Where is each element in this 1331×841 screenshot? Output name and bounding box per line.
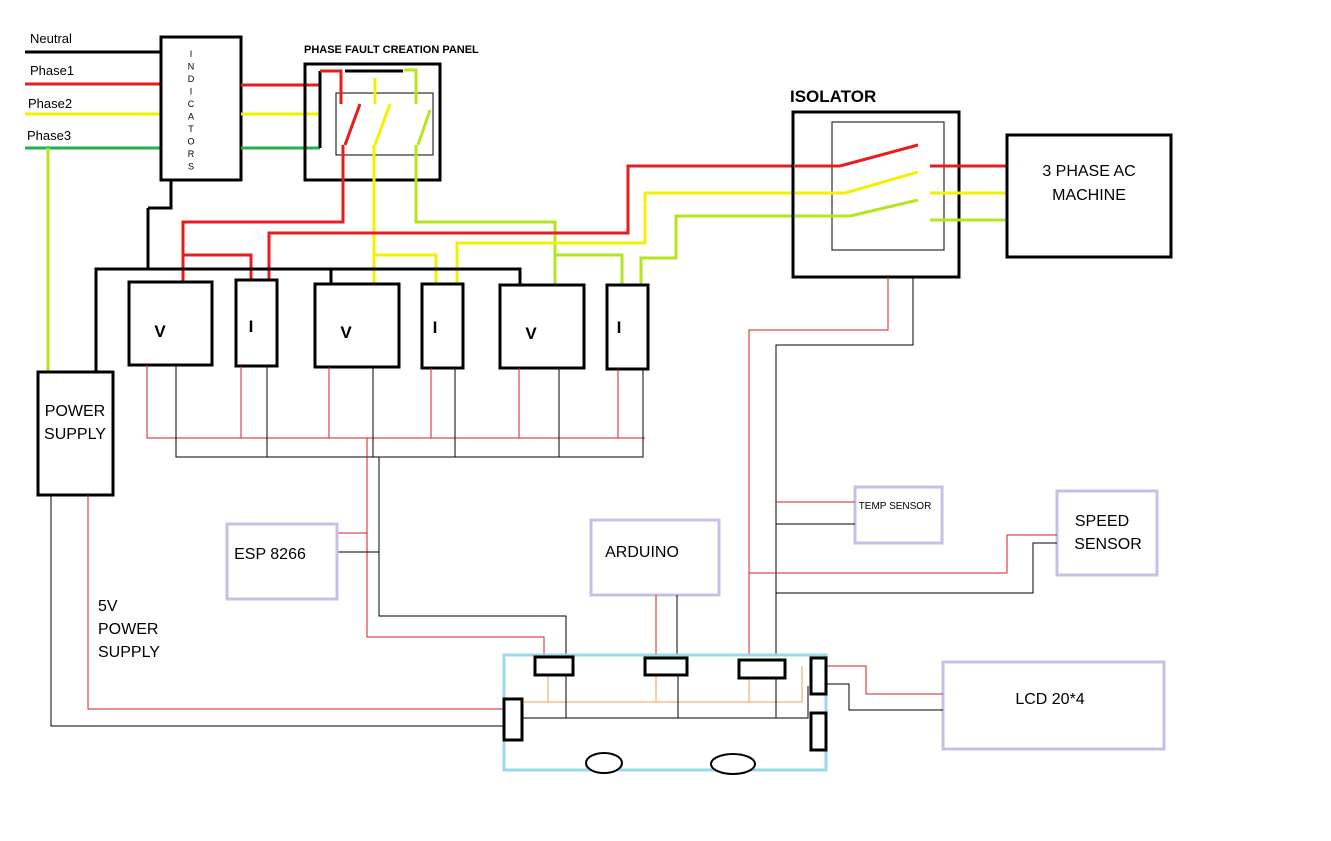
isolator-switches: [795, 143, 1010, 222]
lcd-header: [809, 656, 828, 696]
temp-sensor-box: [853, 485, 944, 545]
lcd-box: [941, 660, 1166, 751]
supply-lines: [25, 50, 161, 372]
ac-machine-box: [1005, 133, 1173, 259]
side-header: [809, 711, 828, 752]
current-sensor-1: [234, 278, 279, 368]
indicator-letter: A: [188, 112, 194, 122]
speed-sensor-line2: SENSOR: [1074, 536, 1142, 553]
lcd-label: LCD 20*4: [1015, 691, 1084, 708]
power-jack: [502, 697, 524, 742]
temp-sensor-label: TEMP SENSOR: [859, 501, 932, 512]
power-supply-box: [36, 370, 115, 497]
esp-header: [533, 655, 575, 677]
voltage-sensor-3: [498, 283, 586, 370]
indicator-letter: R: [188, 149, 195, 159]
speed-sensor-box: [1055, 489, 1159, 577]
phase2-label: Phase2: [28, 96, 72, 111]
indicators-box: [159, 35, 243, 182]
board-hole-left: [585, 752, 623, 774]
five-volt-line2: POWER: [98, 621, 158, 638]
indicator-letter: D: [188, 74, 195, 84]
indicator-letter: I: [190, 49, 193, 59]
indicator-letter: C: [188, 99, 195, 109]
sensor-header: [737, 658, 787, 680]
speed-sensor-line1: SPEED: [1075, 513, 1129, 530]
power-supply-line2: SUPPLY: [44, 426, 106, 443]
esp8266-box: [225, 522, 339, 601]
neutral-label: Neutral: [30, 31, 72, 46]
fault-panel-switches: [181, 68, 624, 285]
phase1-label: Phase1: [30, 63, 74, 78]
sensor-bus-wires: [748, 277, 1057, 660]
five-volt-line1: 5V: [98, 598, 118, 615]
current-sensor-3: [605, 283, 650, 371]
voltage-sensor-2-label: V: [340, 323, 352, 342]
voltage-sensor-3-label: V: [525, 324, 537, 343]
indicator-letter: O: [187, 137, 194, 147]
phase3-label: Phase3: [27, 128, 71, 143]
arduino-box: [589, 518, 721, 597]
ac-machine-line1: 3 PHASE AC: [1042, 163, 1135, 180]
current-sensor-3-label: I: [617, 318, 622, 337]
arduino-label: ARDUINO: [605, 544, 679, 561]
current-sensor-2-label: I: [433, 318, 438, 337]
indicator-letter: N: [188, 62, 195, 72]
indicator-letter: S: [188, 162, 194, 172]
arduino-header: [643, 656, 689, 677]
sensor-output-wires: [146, 365, 645, 657]
current-sensor-2: [420, 282, 465, 370]
fault-panel-title: PHASE FAULT CREATION PANEL: [304, 44, 479, 56]
esp8266-label: ESP 8266: [234, 546, 306, 563]
board-hole-right: [710, 753, 756, 775]
ac-machine-line2: MACHINE: [1052, 187, 1126, 204]
five-volt-line3: SUPPLY: [98, 644, 160, 661]
isolator-title: ISOLATOR: [790, 87, 876, 106]
sensor-row: [127, 278, 650, 371]
voltage-sensor-1: [127, 280, 214, 367]
voltage-sensor-2: [313, 282, 401, 369]
indicator-letter: T: [188, 124, 194, 134]
current-sensor-1-label: I: [249, 317, 254, 336]
power-supply-line1: POWER: [45, 403, 105, 420]
indicator-letter: I: [190, 87, 193, 97]
voltage-sensor-1-label: V: [154, 322, 166, 341]
board-traces: [523, 666, 809, 719]
